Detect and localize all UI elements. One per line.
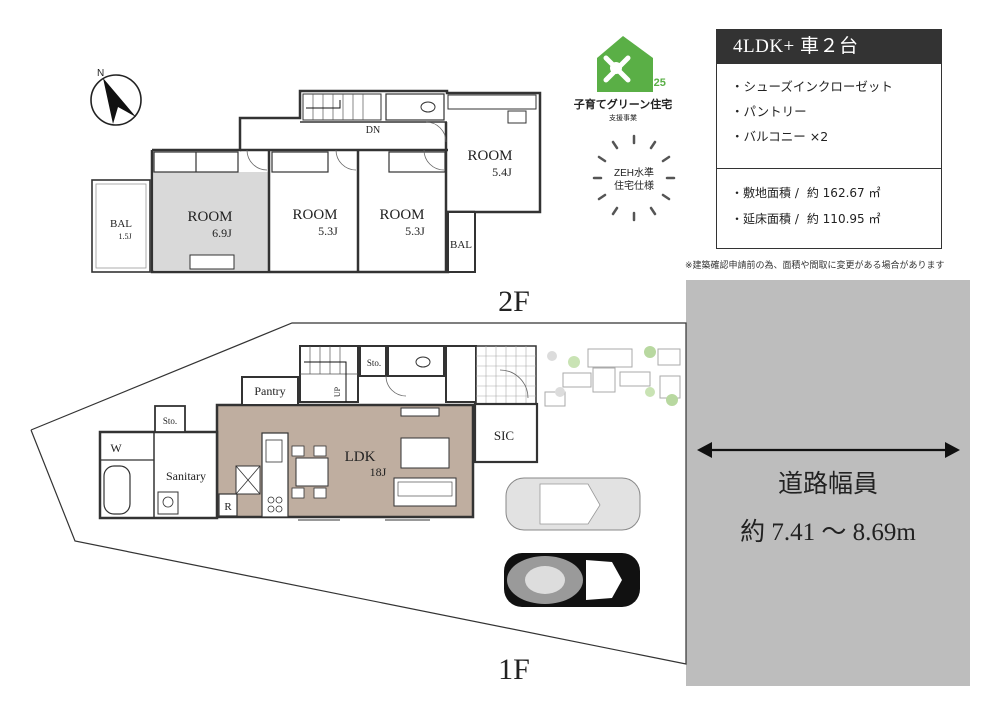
room-2f-d-name: ROOM [467,148,512,164]
zeh-line-2: 住宅仕様 [614,179,654,192]
room-2f-d-size: 5.4J [492,165,512,179]
logo-title: 子育てグリーン住宅 [574,97,672,111]
floor-area-value: 約 110.95 ㎡ [806,212,881,226]
entrance-hall [445,345,537,405]
shoe-in-closet [473,402,539,464]
pantry-label: Pantry [254,384,285,398]
storage-1-label: Sto. [163,416,177,426]
balcony-left [91,179,151,273]
road-area [686,280,970,686]
stairs-2f [302,93,382,121]
room-2f-c-name: ROOM [379,207,424,223]
disclaimer-note: ※建築確認申請前の為、面積や間取に変更がある場合があります [685,261,945,271]
logo-year: '25 [651,77,666,89]
balcony-left-size: 1.5J [118,232,131,241]
room-6-9-floor [154,172,268,270]
floor-2f-label: 2F [498,285,530,318]
room-2f-c-size: 5.3J [405,224,425,238]
washer-label: W [110,441,122,455]
summary-panel: 4LDK+ 車２台 ・シューズインクローゼット ・パントリー ・バルコニー ×2… [716,29,942,249]
stairs-up-label: UP [333,386,342,397]
room-2f-b-size: 5.3J [318,224,338,238]
feature-item: ・シューズインクローゼット [731,79,893,94]
sofa [393,477,457,507]
room-2f-a-name: ROOM [187,209,232,225]
zeh-badge-icon [592,134,676,222]
room-2f-b-name: ROOM [292,207,337,223]
storage-2-label: Sto. [367,358,381,368]
road-label: 道路幅員 [778,470,878,498]
feature-item: ・パントリー [731,104,807,119]
living-table [400,437,450,469]
fridge-label: R [224,501,232,513]
lot-boundary [30,322,687,665]
garden-plants [547,346,678,406]
area-list: ・敷地面積 / 約 162.67 ㎡ ・延床面積 / 約 110.95 ㎡ [731,180,880,232]
first-floor-plan [98,345,539,521]
feature-item: ・バルコニー ×2 [731,129,829,144]
site-area-value: 約 162.67 ㎡ [806,186,881,200]
stairs-down-label: DN [366,125,380,136]
room-2f-a-size: 6.9J [212,226,232,240]
garden-stones [544,348,681,407]
summary-title: 4LDK+ 車２台 [717,30,941,64]
feature-list: ・シューズインクローゼット ・パントリー ・バルコニー ×2 [717,64,941,149]
logo-subtitle: 支援事業 [609,113,637,122]
compass-north-label: N [97,68,104,79]
floor-area-label: ・延床面積 / [731,212,799,226]
road-width-arrow [697,442,960,458]
parking-car-2 [504,553,640,607]
road-width-value: 約 7.41 〜 8.69m [740,518,916,546]
parking-car-1 [505,477,641,531]
ldk-name: LDK [345,449,376,465]
site-area-label: ・敷地面積 / [731,186,799,200]
floor-1f-label: 1F [498,653,530,686]
stairs-1f [299,345,359,403]
ldk-size: 18J [370,465,387,479]
sic-label: SIC [494,428,514,443]
panel-divider [717,168,941,169]
zeh-line-1: ZEH水準 [614,166,654,179]
sanitary-label: Sanitary [166,469,206,483]
green-housing-logo: '25 [597,36,666,92]
bathtub [103,465,131,515]
dining-table [295,457,329,487]
second-floor-plan [91,89,542,274]
balcony-right-name: BAL [450,239,472,251]
compass-icon: N [90,68,142,126]
balcony-left-name: BAL [110,218,132,230]
